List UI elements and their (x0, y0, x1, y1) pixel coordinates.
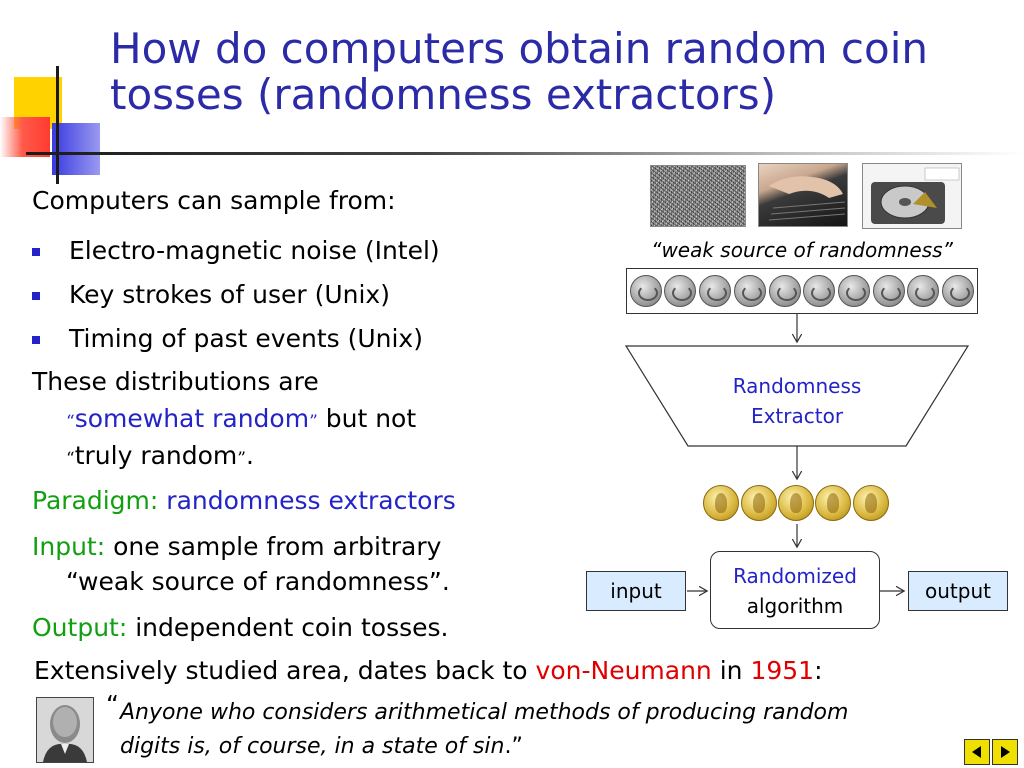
silver-coin-icon (942, 275, 975, 307)
history-lead: Extensively studied area, dates back to (34, 656, 536, 685)
nav-back-button[interactable] (964, 739, 990, 765)
close-quote: ” (309, 412, 318, 432)
paradigm-label: Paradigm: (32, 486, 159, 515)
input-box: input (586, 571, 686, 611)
gold-coin-icon (815, 485, 852, 521)
distributions-line1: These distributions are (32, 367, 319, 396)
output-line: Output: independent coin tosses. (32, 613, 448, 643)
silver-coin-icon (733, 275, 766, 307)
quote-open-mark: “ (106, 690, 119, 719)
gold-coin-icon (703, 485, 740, 521)
silver-coin-icon (629, 275, 662, 307)
nav-forward-icon (1001, 746, 1010, 758)
extractor-shape (624, 345, 970, 447)
truly-random-text: truly random (74, 441, 238, 470)
nav-back-icon (972, 746, 981, 758)
keyboard-image-icon (768, 176, 846, 221)
bullet-text: Timing of past events (Unix) (69, 324, 423, 353)
silver-coin-icon (838, 275, 871, 307)
extractor-label-line2: Extractor (750, 404, 844, 428)
portrait-photo (36, 697, 94, 763)
paradigm-line: Paradigm: randomness extractors (32, 486, 456, 516)
bullet-text: Key strokes of user (Unix) (69, 280, 390, 309)
input-label: Input: (32, 532, 106, 561)
title-decoration-vline (56, 66, 59, 184)
gold-coin-icon (852, 485, 889, 521)
hard-drive-image-icon (871, 167, 960, 224)
nav-forward-button[interactable] (992, 739, 1018, 765)
extractor-label: Randomness Extractor (700, 371, 894, 431)
quote-line1: Anyone who considers arithmetical method… (120, 700, 849, 725)
quote-line2-text: digits is, of course, in a state of sin (120, 734, 505, 759)
paradigm-value: randomness extractors (158, 486, 456, 515)
distributions-line3: “truly random”. (66, 441, 254, 474)
weak-source-coin-row (626, 268, 978, 314)
algorithm-label-line1: Randomized (733, 564, 857, 588)
keyboard-image (758, 163, 848, 227)
algorithm-label-line2: algorithm (746, 594, 844, 618)
silver-coin-icon (664, 275, 697, 307)
intro-text: Computers can sample from: (32, 186, 396, 215)
bullet-marker (32, 248, 40, 256)
silver-coin-icon (768, 275, 801, 307)
history-line: Extensively studied area, dates back to … (34, 656, 823, 686)
randomized-algorithm-box: Randomized algorithm (710, 551, 880, 629)
input-line1: Input: one sample from arbitrary (32, 532, 441, 562)
period: . (245, 441, 254, 470)
bullet-text: Electro-magnetic noise (Intel) (69, 236, 440, 265)
output-value: independent coin tosses. (127, 613, 449, 642)
silver-coin-icon (872, 275, 905, 307)
history-mid: in (711, 656, 751, 685)
open-quote: “ (66, 449, 75, 469)
silver-coin-icon (803, 275, 836, 307)
history-year: 1951 (750, 656, 815, 685)
noise-image (650, 165, 746, 227)
input-value: one sample from arbitrary (105, 532, 442, 561)
somewhat-random-text: somewhat random (74, 404, 310, 433)
bullet-marker (32, 292, 40, 300)
output-label: Output: (32, 613, 128, 642)
quote-close-mark: .” (504, 734, 523, 759)
bullet-marker (32, 336, 40, 344)
close-quote: ” (237, 449, 246, 469)
history-colon: : (814, 656, 823, 685)
von-neumann-name: von-Neumann (535, 656, 712, 685)
but-not-text: but not (317, 404, 417, 433)
title-decoration-blue (52, 123, 100, 175)
distributions-line2: “somewhat random” but not (66, 404, 416, 437)
extracted-coin-row (702, 482, 890, 524)
portrait-photo-icon (37, 698, 93, 762)
gold-coin-icon (777, 485, 814, 521)
output-box: output (908, 571, 1008, 611)
slide-title: How do computers obtain random coin toss… (110, 24, 928, 119)
title-decoration-red (0, 117, 50, 157)
quote-line2: digits is, of course, in a state of sin.… (120, 734, 523, 759)
silver-coin-icon (907, 275, 940, 307)
open-quote: “ (66, 412, 75, 432)
weak-source-label: “weak source of randomness” (651, 238, 953, 262)
input-line2: “weak source of randomness”. (66, 567, 450, 596)
extractor-label-line1: Randomness (732, 374, 862, 398)
hard-drive-image (862, 163, 962, 229)
title-underline (26, 152, 1024, 155)
gold-coin-icon (740, 485, 777, 521)
silver-coin-icon (699, 275, 732, 307)
